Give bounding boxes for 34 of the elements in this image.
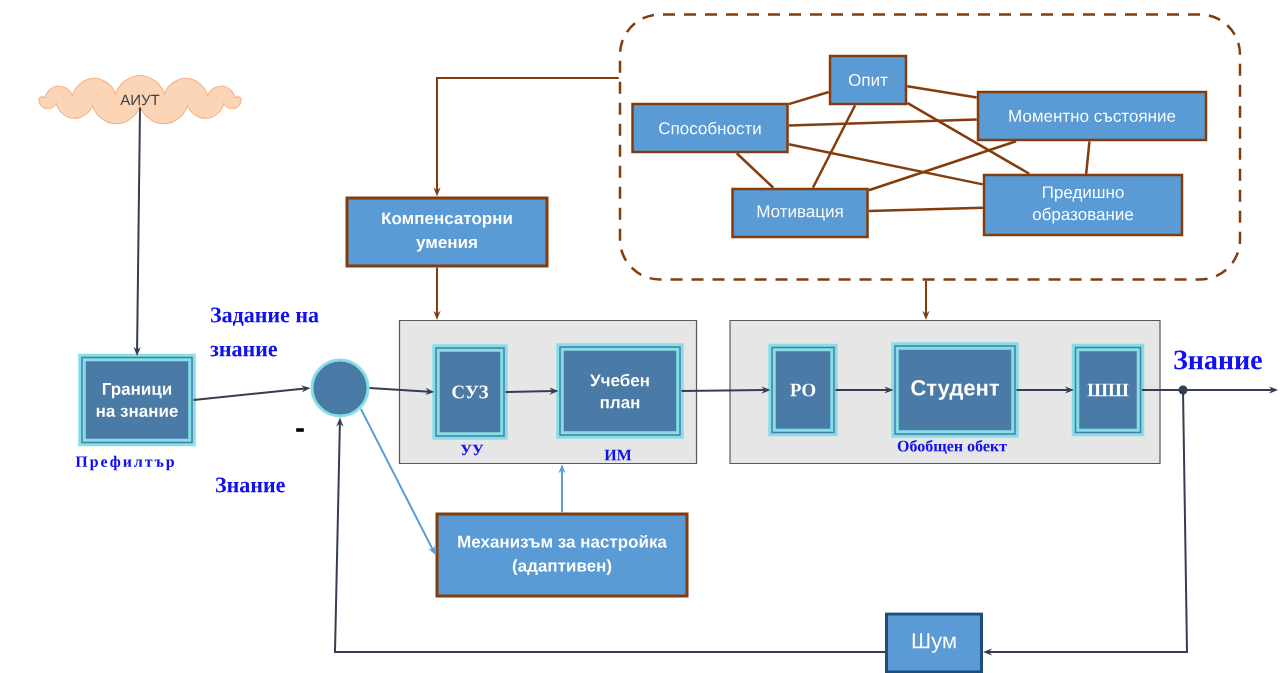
process-block: Учебен план — [556, 343, 684, 439]
connector-line — [868, 140, 1017, 192]
process-block: РО — [768, 343, 838, 437]
caption-text: Обобщен обект — [897, 439, 1007, 455]
noise-box: Шум — [885, 612, 983, 673]
factor-box: Способности — [631, 102, 789, 154]
connector-line — [811, 104, 857, 189]
process-block: ШШ — [1071, 343, 1145, 437]
connector-line — [868, 206, 983, 213]
process-box: Механизъм за настройка (адаптивен) — [435, 512, 689, 598]
signal-label: Знание — [1174, 350, 1262, 370]
minus-sign: - — [296, 428, 304, 432]
caption-text: УУ — [460, 444, 484, 456]
factor-box: Предишно образование — [982, 173, 1184, 237]
connector-line — [735, 152, 775, 189]
factor-box: Моментно състояние — [976, 90, 1208, 142]
factor-box: Мотивация — [731, 187, 869, 239]
process-block: Студент — [891, 342, 1019, 438]
process-block: Граници на знание — [78, 353, 196, 447]
caption-text: Префилтър — [75, 455, 175, 471]
signal-label: Знание — [216, 477, 285, 493]
connector-line — [1084, 141, 1091, 174]
process-block: СУЗ — [432, 344, 508, 440]
connector-line — [788, 90, 830, 106]
connector-line — [906, 101, 1030, 175]
signal-label: Задание на знание — [210, 307, 319, 357]
caption-text: ИМ — [604, 449, 632, 461]
factor-box: Опит — [828, 54, 908, 106]
process-box: Компенсаторни умения — [345, 196, 549, 268]
connector-line — [788, 118, 977, 127]
connector-line — [907, 85, 977, 99]
dashed-region — [618, 13, 1242, 281]
summing-junction — [310, 358, 370, 418]
connector-line — [788, 143, 983, 186]
